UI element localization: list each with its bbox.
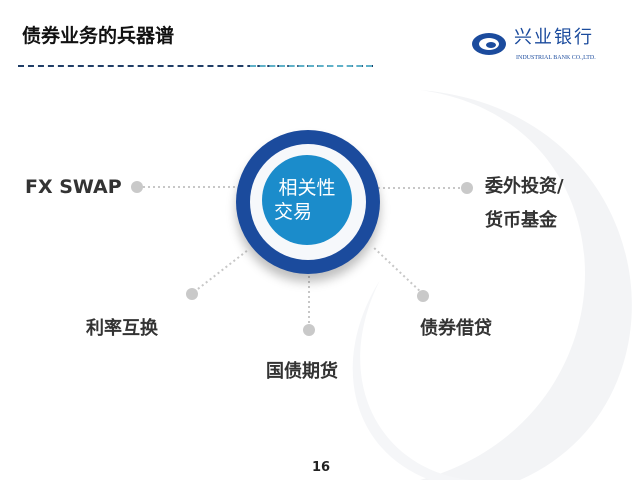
title-divider-accent bbox=[250, 65, 372, 67]
node-dot bbox=[303, 324, 315, 336]
label-irs: 利率互换 bbox=[86, 318, 158, 339]
label-fx-swap: FX SWAP bbox=[25, 176, 122, 198]
connector-lines bbox=[143, 186, 466, 328]
label-outsourced-2: 货币基金 bbox=[485, 210, 557, 231]
title-divider bbox=[18, 65, 373, 67]
node-dot bbox=[131, 181, 143, 193]
node-dot bbox=[186, 288, 198, 300]
bank-logo-name: 兴业银行 bbox=[514, 27, 594, 48]
node-dot bbox=[417, 290, 429, 302]
node-dot bbox=[461, 182, 473, 194]
label-lending: 债券借贷 bbox=[420, 318, 492, 339]
center-line-2: 交易 bbox=[274, 201, 313, 223]
page-title: 债券业务的兵器谱 bbox=[22, 25, 175, 47]
bank-logo: 兴业银行 INDUSTRIAL BANK CO.,LTD. bbox=[470, 28, 635, 64]
label-futures: 国债期货 bbox=[266, 361, 338, 382]
center-circle: 相关性 交易 bbox=[262, 155, 352, 245]
bank-logo-subtitle: INDUSTRIAL BANK CO.,LTD. bbox=[516, 55, 596, 61]
center-line-1: 相关性 bbox=[278, 177, 336, 199]
label-outsourced-1: 委外投资/ bbox=[485, 176, 564, 197]
page-number: 16 bbox=[312, 460, 331, 475]
bank-logo-icon bbox=[472, 33, 506, 55]
